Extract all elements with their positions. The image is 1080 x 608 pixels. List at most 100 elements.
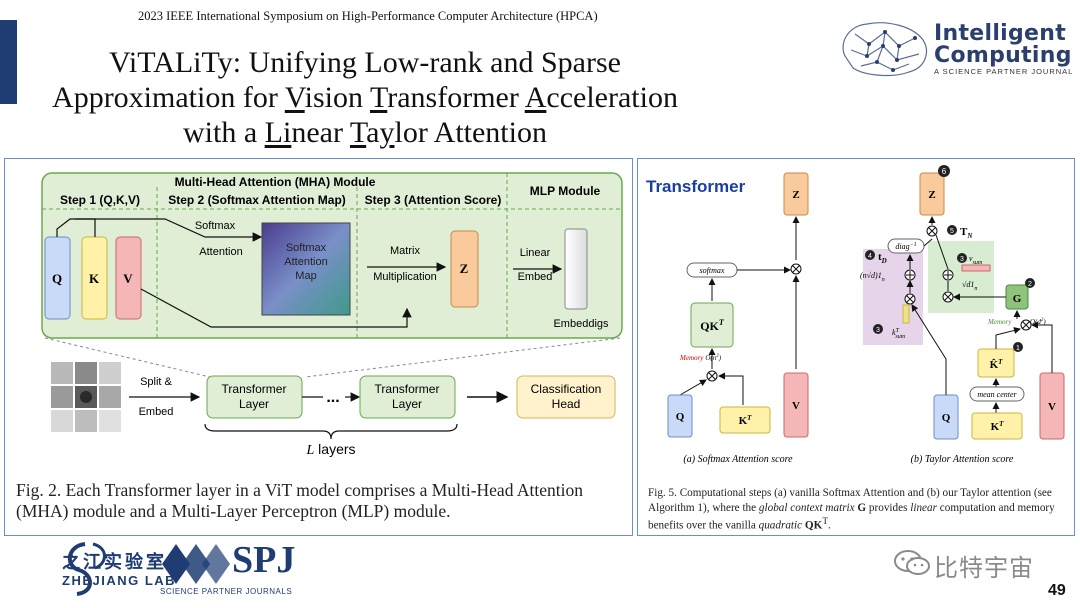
page-number: 49 bbox=[1048, 582, 1066, 599]
b-vsum-vector bbox=[961, 264, 991, 272]
svg-text:3: 3 bbox=[876, 327, 880, 334]
a-z-block bbox=[783, 172, 809, 216]
svg-text:TN: TN bbox=[960, 226, 973, 240]
linear-label-1: Linear bbox=[520, 247, 551, 259]
b-kt-block bbox=[971, 412, 1023, 440]
svg-text:Q: Q bbox=[942, 412, 951, 424]
svg-text:Z: Z bbox=[792, 189, 799, 201]
image-patch-grid bbox=[51, 362, 121, 432]
softmax-attention-map bbox=[261, 222, 351, 316]
title-line-1: ViTALiTy: Unifying Low-rank and Sparse bbox=[109, 46, 621, 79]
svg-text:Head: Head bbox=[552, 397, 581, 411]
svg-text:K̂T: K̂T bbox=[990, 358, 1004, 371]
b-green-region bbox=[928, 241, 994, 313]
svg-text:Classification: Classification bbox=[531, 382, 602, 396]
figure-2-caption: Fig. 2. Each Transformer layer in a ViT … bbox=[16, 480, 583, 521]
spj-subtitle: SCIENCE PARTNER JOURNALS bbox=[160, 587, 293, 596]
z-block bbox=[450, 230, 479, 308]
mha-module-title: Multi-Head Attention (MHA) Module bbox=[175, 175, 376, 189]
layer-ellipsis: ... bbox=[326, 389, 339, 406]
svg-text:G: G bbox=[1013, 293, 1022, 305]
b-z-block bbox=[919, 172, 945, 216]
v-label: V bbox=[123, 271, 133, 286]
embedding-block bbox=[564, 228, 588, 310]
svg-text:6: 6 bbox=[942, 167, 947, 176]
svg-text:QKT: QKT bbox=[700, 318, 725, 333]
classification-head bbox=[516, 375, 616, 419]
zhejiang-lab-chinese: 之江实验室 bbox=[62, 552, 167, 572]
title-line-2: Approximation for Vision Transformer Acc… bbox=[52, 81, 678, 114]
journal-name-line-2: Computing bbox=[934, 43, 1072, 68]
spj-wordmark: SPJ bbox=[232, 539, 296, 581]
svg-text:Memory: Memory bbox=[987, 318, 1012, 326]
conference-line: 2023 IEEE International Symposium on Hig… bbox=[138, 9, 598, 23]
figure-2-panel: Multi-Head Attention (MHA) Module MLP Mo… bbox=[4, 158, 633, 536]
wechat-icon bbox=[894, 550, 930, 575]
svg-text:KT: KT bbox=[739, 414, 753, 427]
transformer-title: Transformer bbox=[646, 177, 746, 196]
softmax-label-1: Softmax bbox=[195, 220, 236, 232]
linear-label-2: Embed bbox=[518, 271, 553, 283]
split-label-1: Split & bbox=[140, 376, 172, 388]
mlp-module-title: MLP Module bbox=[530, 184, 601, 198]
svg-text:softmax: softmax bbox=[700, 266, 725, 275]
softmax-label-2: Attention bbox=[199, 246, 242, 258]
matrix-label-2: Multiplication bbox=[373, 271, 437, 283]
step-3-label: Step 3 (Attention Score) bbox=[365, 193, 502, 207]
title-line-3: with a Linear Taylor Attention bbox=[183, 116, 547, 149]
svg-text:V: V bbox=[792, 400, 800, 412]
z-label: Z bbox=[460, 261, 469, 276]
svg-text:diag−1: diag−1 bbox=[895, 242, 916, 251]
svg-text:mean center: mean center bbox=[977, 390, 1017, 399]
map-label-1: Softmax bbox=[286, 242, 327, 254]
layers-label: L layers bbox=[305, 441, 355, 458]
k-label: K bbox=[89, 271, 100, 286]
a-v-block bbox=[783, 372, 809, 438]
svg-text:Transformer: Transformer bbox=[222, 382, 287, 396]
q-label: Q bbox=[52, 271, 62, 286]
b-caption: (b) Taylor Attention score bbox=[911, 454, 1014, 465]
a-kt-block bbox=[719, 406, 771, 434]
accent-bar bbox=[0, 20, 17, 104]
svg-text:Transformer: Transformer bbox=[375, 382, 440, 396]
svg-text:(n√d)1n: (n√d)1n bbox=[860, 271, 885, 283]
a-q-block bbox=[667, 394, 693, 438]
split-label-2: Embed bbox=[139, 406, 174, 418]
svg-text:vsum: vsum bbox=[969, 254, 983, 266]
slide-title: ViTALiTy: Unifying Low-rank and Sparse A… bbox=[20, 45, 710, 150]
svg-text:3: 3 bbox=[960, 256, 964, 263]
svg-text:2: 2 bbox=[1028, 281, 1032, 288]
zhejiang-lab-logo-icon bbox=[68, 542, 106, 596]
svg-text:Layer: Layer bbox=[392, 397, 422, 411]
spj-logo-icon bbox=[162, 544, 230, 584]
svg-text:1: 1 bbox=[1016, 345, 1020, 352]
map-label-2: Attention bbox=[284, 256, 327, 268]
a-qkt-block bbox=[690, 302, 734, 348]
figure-5-caption: Fig. 5. Computational steps (a) vanilla … bbox=[648, 487, 1055, 532]
journal-subtitle: A SCIENCE PARTNER JOURNAL bbox=[934, 67, 1074, 76]
step-2-label: Step 2 (Softmax Attention Map) bbox=[168, 193, 346, 207]
a-caption: (a) Softmax Attention score bbox=[683, 454, 793, 465]
journal-name-line-1: Intelligent bbox=[934, 21, 1067, 46]
svg-text:KT: KT bbox=[991, 420, 1005, 433]
embeddings-label: Embeddigs bbox=[553, 318, 609, 330]
watermark-text: 比特宇宙 bbox=[934, 555, 1034, 582]
svg-text:√d1n: √d1n bbox=[962, 280, 977, 292]
svg-text:Q: Q bbox=[676, 411, 685, 423]
step-1-label: Step 1 (Q,K,V) bbox=[60, 193, 140, 207]
layers-brace bbox=[204, 423, 458, 440]
b-mean-center-box bbox=[969, 386, 1025, 402]
map-label-3: Map bbox=[295, 270, 316, 282]
v-block bbox=[115, 236, 142, 320]
transformer-layer-2 bbox=[359, 375, 456, 419]
brain-logo-icon bbox=[842, 22, 928, 77]
matrix-label-1: Matrix bbox=[390, 245, 420, 257]
svg-text:Layer: Layer bbox=[239, 397, 269, 411]
svg-text:Z: Z bbox=[928, 189, 935, 201]
zhejiang-lab-english: ZHEJIANG LAB bbox=[62, 573, 177, 588]
svg-text:V: V bbox=[1048, 401, 1056, 413]
